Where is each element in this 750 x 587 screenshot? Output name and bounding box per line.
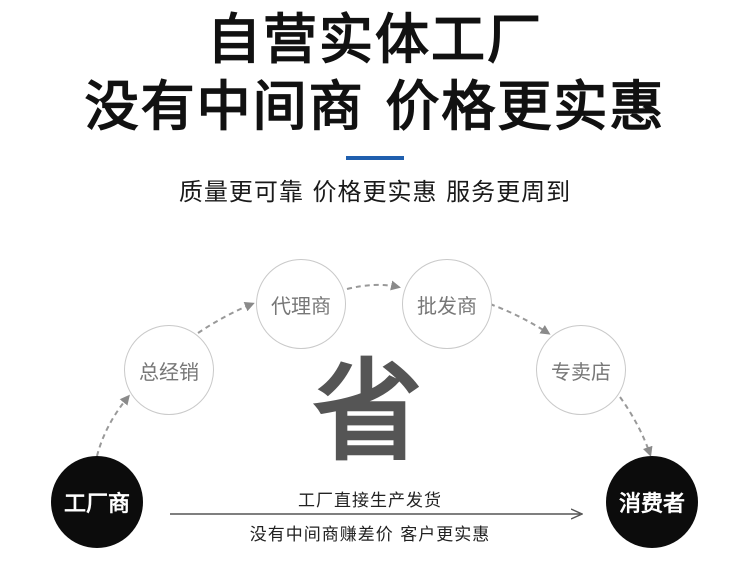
arrow-retailer-to-consumer [619, 396, 653, 457]
node-consumer: 消费者 [606, 456, 698, 548]
no-middleman-label: 没有中间商赚差价 客户更实惠 [249, 525, 491, 545]
tagline: 质量更可靠 价格更实惠 服务更周到 [178, 178, 572, 206]
node-agent: 代理商 [256, 259, 346, 349]
arrow-wholesaler-to-retailer [489, 303, 551, 335]
headline-primary: 自营实体工厂 [207, 8, 543, 71]
arrow-distributor-to-agent [197, 302, 255, 334]
arrow-factory-to-distributor [96, 394, 130, 457]
headline-secondary: 没有中间商 价格更实惠 [84, 75, 666, 138]
direct-shipping-label: 工厂直接生产发货 [298, 491, 442, 511]
accent-divider [346, 156, 404, 160]
save-character: 省 [312, 348, 423, 476]
node-distributor: 总经销 [124, 325, 214, 415]
node-wholesaler: 批发商 [402, 259, 492, 349]
node-factory: 工厂商 [51, 456, 143, 548]
arrow-agent-to-wholesaler [346, 280, 401, 291]
node-retailer: 专卖店 [536, 325, 626, 415]
